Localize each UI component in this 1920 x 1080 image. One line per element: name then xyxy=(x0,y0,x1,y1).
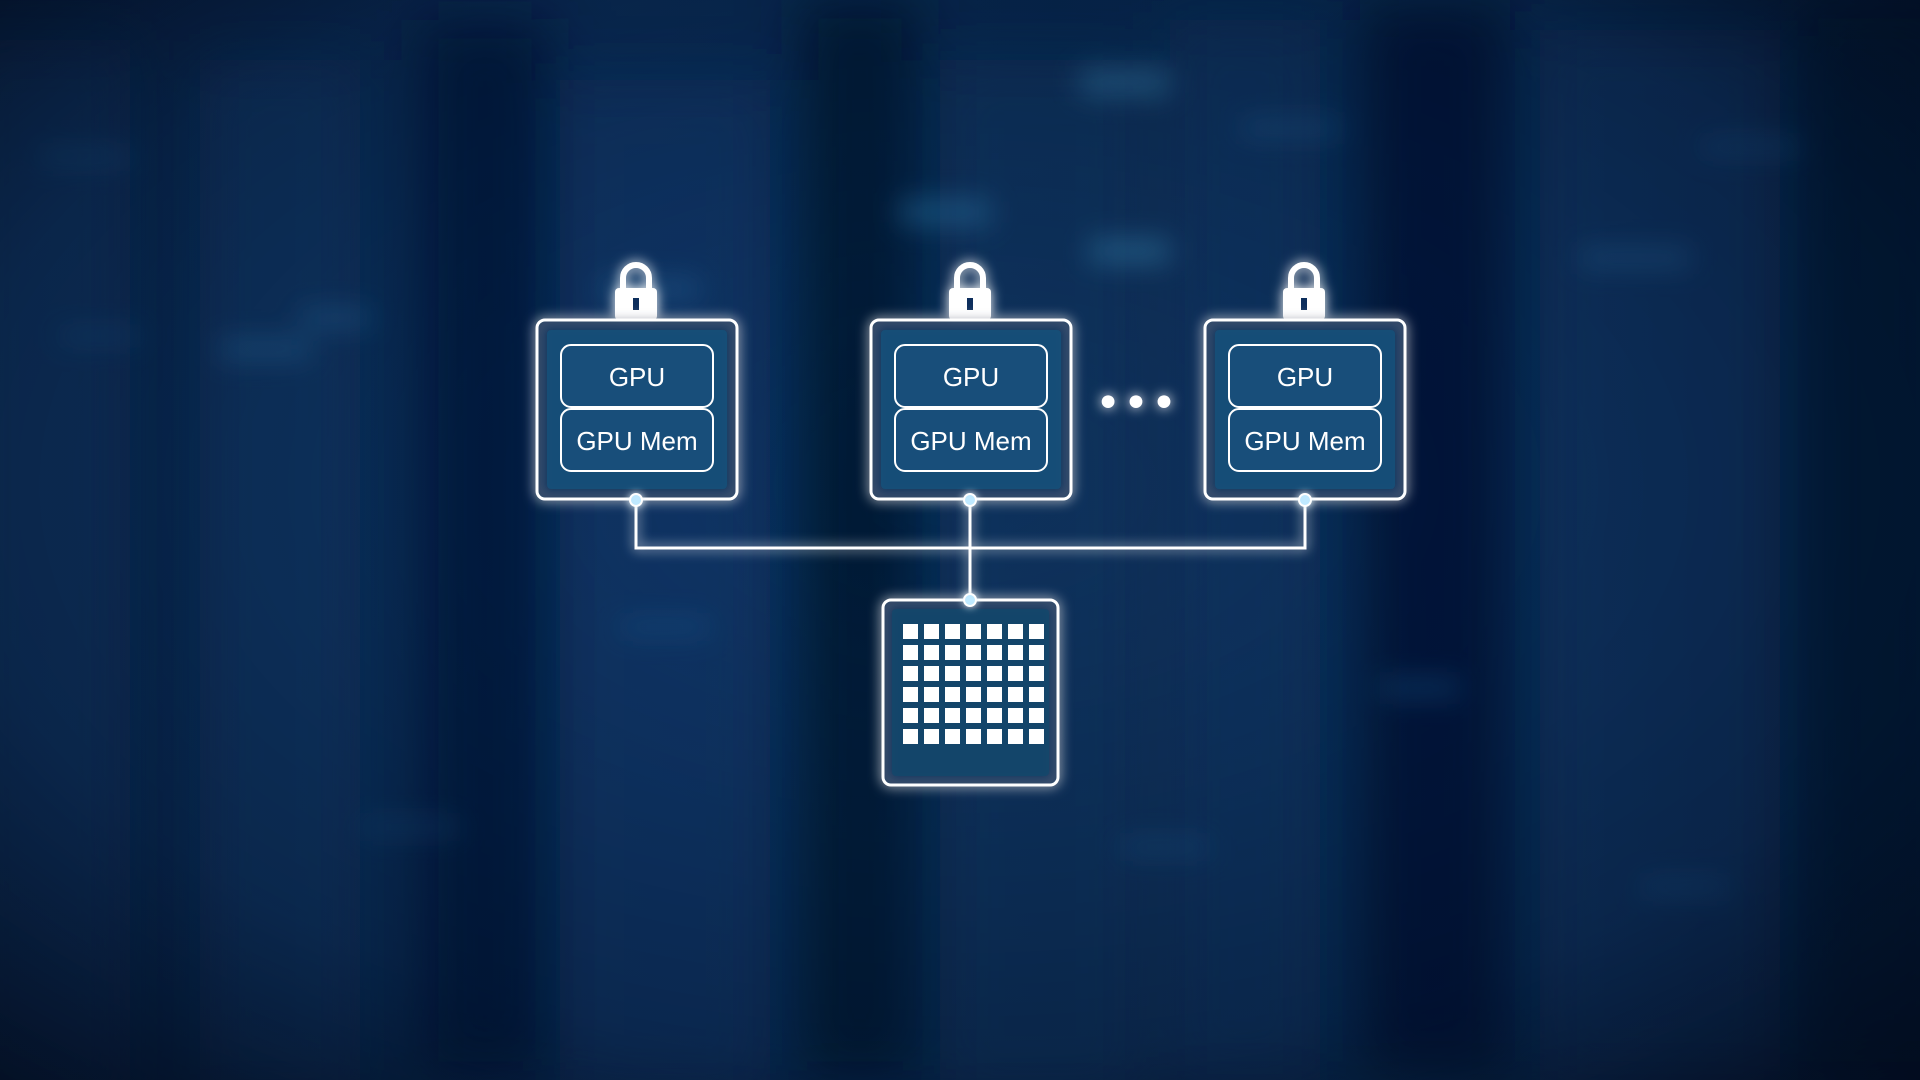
gpu-label: GPU xyxy=(609,362,665,392)
grid-cell xyxy=(1008,666,1023,681)
gpu-label: GPU xyxy=(943,362,999,392)
gpu-node: GPU GPU Mem xyxy=(1203,262,1407,507)
lock-icon xyxy=(949,262,991,320)
gpu-mem-box xyxy=(1228,408,1382,472)
gpu-mem-label: GPU Mem xyxy=(910,426,1031,456)
connection-dot xyxy=(629,493,643,507)
grid-cell xyxy=(987,666,1002,681)
grid-icon xyxy=(903,624,1044,744)
connection-dot xyxy=(963,493,977,507)
grid-cell xyxy=(987,645,1002,660)
grid-cell xyxy=(966,645,981,660)
gpu-box xyxy=(1228,344,1382,408)
grid-cell xyxy=(1029,645,1044,660)
grid-cell xyxy=(903,708,918,723)
connector-line-right xyxy=(970,500,1307,550)
grid-cell xyxy=(1008,729,1023,744)
grid-cell xyxy=(924,687,939,702)
grid-cell xyxy=(903,624,918,639)
grid-cell xyxy=(945,645,960,660)
grid-cell xyxy=(903,687,918,702)
grid-cell xyxy=(945,729,960,744)
grid-cell xyxy=(1008,624,1023,639)
grid-cell xyxy=(966,729,981,744)
grid-cell xyxy=(987,708,1002,723)
grid-cell xyxy=(1029,666,1044,681)
grid-cell xyxy=(924,645,939,660)
gpu-box xyxy=(894,344,1048,408)
grid-cell xyxy=(1029,687,1044,702)
grid-cell xyxy=(924,666,939,681)
grid-cell xyxy=(924,708,939,723)
grid-cell xyxy=(1029,708,1044,723)
grid-cell xyxy=(966,708,981,723)
grid-cell xyxy=(945,624,960,639)
grid-cell xyxy=(966,666,981,681)
grid-cell xyxy=(1008,708,1023,723)
lock-icon xyxy=(615,262,657,320)
grid-cell xyxy=(903,645,918,660)
grid-cell xyxy=(903,729,918,744)
grid-cell xyxy=(987,624,1002,639)
grid-cell xyxy=(966,624,981,639)
shared-resource-node xyxy=(881,593,1060,787)
grid-cell xyxy=(903,666,918,681)
ellipsis: ••• xyxy=(1095,378,1179,429)
grid-cell xyxy=(1008,645,1023,660)
connection-dot xyxy=(1298,493,1312,507)
grid-cell xyxy=(987,687,1002,702)
grid-cell xyxy=(1008,687,1023,702)
grid-cell xyxy=(1029,624,1044,639)
connection-dot xyxy=(963,593,977,607)
grid-cell xyxy=(966,687,981,702)
lock-icon xyxy=(1283,262,1325,320)
grid-cell xyxy=(945,708,960,723)
gpu-node: GPU GPU Mem xyxy=(869,262,1073,507)
gpu-mem-label: GPU Mem xyxy=(1244,426,1365,456)
gpu-node: GPU GPU Mem xyxy=(535,262,739,507)
gpu-label: GPU xyxy=(1277,362,1333,392)
grid-cell xyxy=(1029,729,1044,744)
grid-cell xyxy=(924,624,939,639)
gpu-mem-box xyxy=(560,408,714,472)
grid-cell xyxy=(945,666,960,681)
gpu-box xyxy=(560,344,714,408)
grid-cell xyxy=(987,729,1002,744)
gpu-mem-box xyxy=(894,408,1048,472)
gpu-mem-label: GPU Mem xyxy=(576,426,697,456)
grid-cell xyxy=(945,687,960,702)
connector-line-left xyxy=(634,500,970,550)
grid-cell xyxy=(924,729,939,744)
connector-lines xyxy=(634,500,1307,600)
